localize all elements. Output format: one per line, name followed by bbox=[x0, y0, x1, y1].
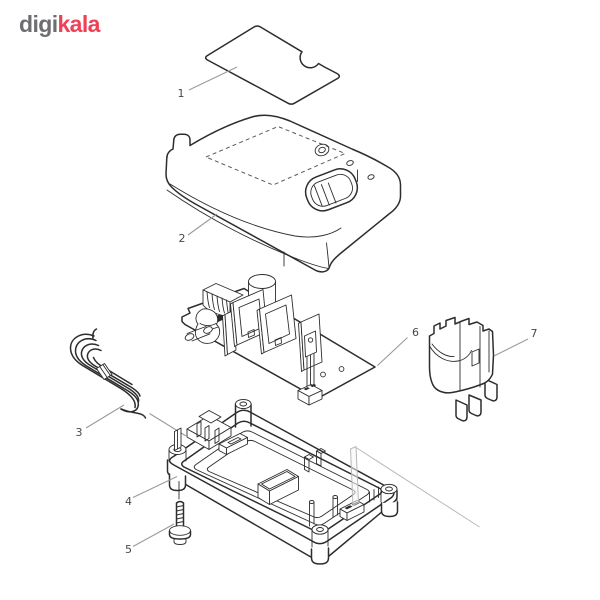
leader-line-5 bbox=[132, 523, 175, 547]
cord-strand bbox=[80, 343, 140, 403]
case-mid-bar bbox=[218, 433, 248, 455]
partition-alignment-line bbox=[355, 447, 480, 528]
logo-text-kala: kala bbox=[57, 11, 100, 37]
case-inner-rim bbox=[181, 420, 383, 533]
cover-right-crease bbox=[326, 242, 330, 269]
part-circuit-board: 6 bbox=[181, 274, 419, 406]
screw-thread bbox=[176, 513, 184, 516]
diode bbox=[184, 326, 219, 342]
case-post-top bbox=[234, 398, 252, 428]
led-hole-1 bbox=[346, 160, 354, 166]
case-foot-right bbox=[380, 501, 399, 518]
part-top-cover: 2 bbox=[165, 114, 402, 273]
cover-lower-lip bbox=[166, 189, 329, 269]
digikala-logo: digikala bbox=[19, 13, 100, 36]
label-sheet-outline bbox=[204, 25, 341, 105]
callout-3: 3 bbox=[76, 426, 83, 439]
part-label-sheet: 1 bbox=[178, 25, 341, 105]
screw-head-top bbox=[169, 525, 191, 536]
leader-line-4 bbox=[132, 476, 178, 498]
leader-line-1 bbox=[188, 66, 238, 91]
holder-window bbox=[471, 348, 480, 367]
callout-1: 1 bbox=[178, 87, 185, 100]
transistor-hole bbox=[307, 337, 314, 343]
leader-line-7 bbox=[493, 338, 529, 357]
part-power-cord: 3 bbox=[69, 328, 187, 439]
transformer-stripe bbox=[221, 297, 225, 314]
battery-bay bbox=[304, 168, 359, 212]
top-cover-outline bbox=[165, 114, 402, 273]
leader-line-6 bbox=[377, 337, 408, 366]
callout-4: 4 bbox=[125, 495, 132, 508]
part-bottom-case: 4 bbox=[125, 398, 480, 565]
cover-front-crease bbox=[169, 183, 342, 238]
screw-thread bbox=[176, 521, 184, 524]
screw-head-collar bbox=[173, 538, 187, 545]
label-recess-dashed bbox=[204, 125, 347, 186]
case-boss-right bbox=[380, 483, 398, 503]
cord-wrap-line bbox=[99, 366, 108, 378]
core-plate-1-tab bbox=[247, 329, 255, 338]
screw-thread bbox=[176, 517, 184, 520]
holder-cradle-arc-inner bbox=[431, 343, 455, 357]
cord-tail-end bbox=[120, 408, 147, 419]
case-clip bbox=[316, 448, 326, 467]
connector-front-right bbox=[308, 390, 323, 406]
logo-text-digi: digi bbox=[19, 11, 58, 37]
holder-foot-left bbox=[455, 399, 468, 422]
holder-foot-middle bbox=[468, 394, 482, 417]
connector-pin-slot bbox=[303, 387, 310, 391]
cord-strand bbox=[86, 348, 141, 397]
cord-wrap-line bbox=[102, 364, 111, 376]
transformer-stripe bbox=[206, 291, 210, 308]
callout-6: 6 bbox=[412, 326, 419, 339]
part-screw: 5 bbox=[125, 481, 192, 556]
coil-line bbox=[199, 323, 217, 327]
case-center-box bbox=[257, 469, 299, 505]
screw-thread bbox=[176, 505, 184, 508]
transformer-stripe bbox=[211, 293, 215, 310]
capacitor-top bbox=[248, 274, 276, 289]
callout-7: 7 bbox=[531, 327, 538, 340]
case-foot-bottom bbox=[310, 547, 330, 565]
leader-line-2 bbox=[187, 213, 218, 236]
callout-5: 5 bbox=[125, 543, 132, 556]
case-boss-bottom bbox=[311, 524, 329, 548]
coil-winding bbox=[194, 308, 221, 344]
case-strain-relief bbox=[174, 410, 232, 451]
holder-body bbox=[428, 316, 495, 394]
cord-tail-top bbox=[92, 328, 98, 339]
case-pin bbox=[332, 495, 338, 518]
case-slotted-bar bbox=[339, 500, 365, 521]
holder-foot-right bbox=[484, 378, 498, 402]
cover-screw-hole bbox=[314, 143, 330, 157]
pcb-hole bbox=[338, 366, 345, 372]
holder-cradle-arc bbox=[429, 345, 472, 362]
screw-shaft bbox=[175, 500, 185, 529]
case-clip bbox=[304, 454, 314, 473]
core-plate-2-tab bbox=[274, 337, 282, 346]
pcb-hole bbox=[320, 371, 326, 378]
screw-thread bbox=[176, 509, 184, 512]
case-pin bbox=[308, 500, 315, 527]
transformer-stripe bbox=[216, 295, 220, 312]
core-plate-2-inner bbox=[265, 304, 290, 344]
led-hole-2 bbox=[367, 174, 375, 180]
transistor-body bbox=[304, 330, 317, 358]
screw-head-side bbox=[168, 530, 192, 540]
part-battery-contact-holder: 7 bbox=[428, 316, 538, 422]
case-foot-left bbox=[168, 473, 187, 492]
leader-line-3 bbox=[85, 404, 125, 429]
case-clear-partition bbox=[349, 445, 360, 507]
cord-strand bbox=[69, 333, 136, 409]
connector-pin-slot bbox=[310, 383, 317, 388]
callout-2: 2 bbox=[179, 232, 186, 245]
case-floor-edge bbox=[193, 430, 370, 526]
